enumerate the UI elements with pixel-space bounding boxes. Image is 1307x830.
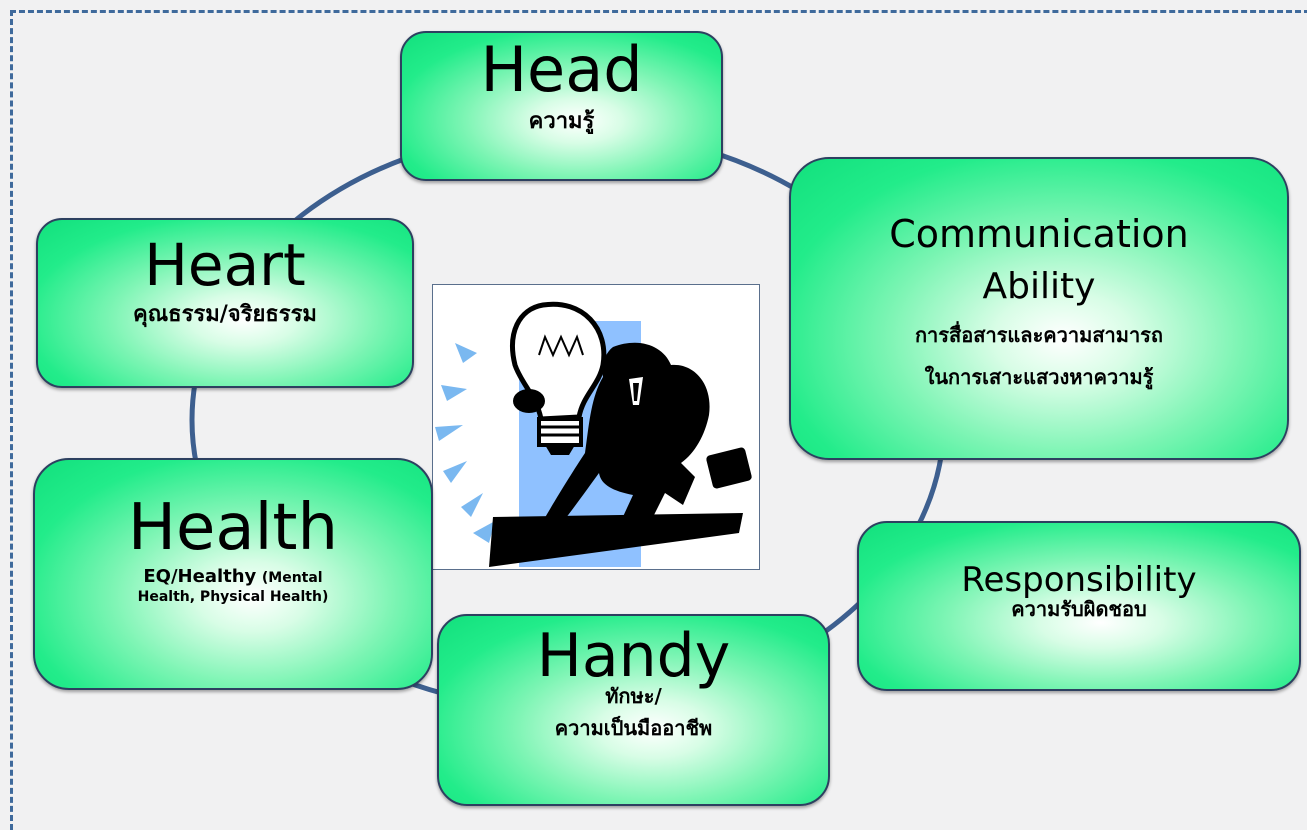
node-heart: Heart คุณธรรม/จริยธรรม bbox=[36, 218, 414, 388]
head-subtitle: ความรู้ bbox=[528, 109, 595, 134]
node-communication: Communication Ability การสื่อสารและความส… bbox=[789, 157, 1289, 460]
responsibility-subtitle: ความรับผิดชอบ bbox=[1011, 597, 1147, 621]
dashed-frame bbox=[10, 10, 1307, 830]
communication-title-line2: Ability bbox=[982, 266, 1096, 307]
communication-subtitle-line1: การสื่อสารและความสามารถ bbox=[914, 323, 1164, 347]
head-title: Head bbox=[480, 33, 643, 106]
handy-subtitle-line1: ทักษะ/ bbox=[605, 684, 662, 708]
health-subtitle-small-2: Health, Physical Health) bbox=[137, 589, 329, 605]
health-subtitle-small-1: (Mental bbox=[261, 570, 323, 586]
center-image bbox=[432, 284, 760, 570]
node-handy: Handy ทักษะ/ ความเป็นมืออาชีพ bbox=[437, 614, 830, 806]
node-head: Head ความรู้ bbox=[400, 31, 723, 181]
heart-subtitle: คุณธรรม/จริยธรรม bbox=[133, 302, 317, 327]
health-title: Health bbox=[127, 491, 339, 565]
handy-title: Handy bbox=[536, 621, 731, 691]
node-responsibility: Responsibility ความรับผิดชอบ bbox=[857, 521, 1301, 691]
health-subtitle-main: EQ/Healthy bbox=[143, 566, 257, 587]
communication-subtitle-line2: ในการเสาะแสวงหาความรู้ bbox=[924, 365, 1154, 389]
node-health: Health EQ/Healthy (Mental Health, Physic… bbox=[33, 458, 433, 690]
health-subtitle: EQ/Healthy (Mental bbox=[35, 566, 431, 587]
responsibility-title: Responsibility bbox=[961, 560, 1197, 600]
handy-subtitle-line2: ความเป็นมืออาชีพ bbox=[554, 716, 713, 740]
heart-title: Heart bbox=[144, 231, 306, 299]
businessman-lightbulb-icon bbox=[435, 301, 752, 567]
communication-title-line1: Communication bbox=[889, 212, 1189, 256]
